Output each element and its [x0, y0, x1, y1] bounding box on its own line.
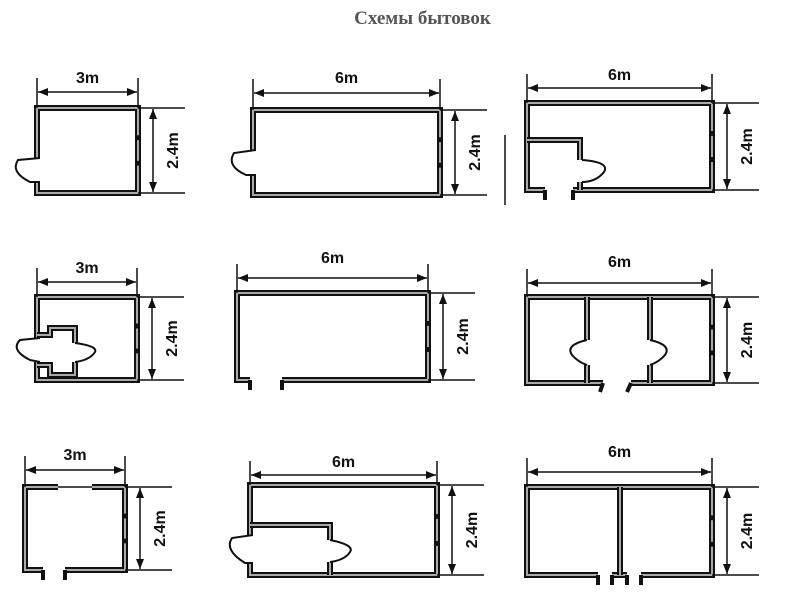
width-label: 3m	[76, 70, 99, 87]
window-mark	[709, 541, 715, 547]
height-label: 2.4m	[455, 318, 472, 354]
window-mark	[709, 324, 715, 330]
height-label: 2.4m	[467, 134, 484, 170]
height-label: 2.4m	[165, 132, 182, 168]
window-mark	[134, 323, 140, 329]
plan-6x2.4-three-rooms: 6m 2.4m	[524, 254, 759, 393]
diagram-title: Схемы бытовок	[354, 8, 491, 29]
width-label: 6m	[335, 70, 358, 87]
window-mark	[134, 348, 140, 354]
width-label: 3m	[75, 260, 98, 277]
window-mark	[434, 541, 440, 546]
height-label: 2.4m	[152, 510, 169, 546]
window-mark	[709, 515, 715, 521]
plan-6x2.4-open: 6m 2.4m	[234, 250, 475, 390]
plan-6x2.4-with-vestibule: 6m 2.4m	[228, 454, 484, 578]
width-label: 6m	[608, 444, 631, 461]
window-mark	[135, 160, 141, 166]
height-label: 2.4m	[164, 320, 181, 356]
height-label: 2.4m	[739, 128, 756, 164]
window-mark	[709, 350, 715, 356]
plan-6x2.4-with-closet: 6m 2.4m	[504, 67, 759, 205]
width-label: 6m	[608, 67, 631, 84]
window-mark	[709, 157, 715, 163]
plan-3x2.4-vestibule: 3m 2.4m	[15, 260, 184, 383]
width-label: 6m	[608, 254, 631, 271]
plan-3x2.4-bottom-door: 3m 2.4m	[22, 447, 172, 580]
window-mark	[437, 162, 443, 168]
window-mark	[122, 538, 128, 544]
width-label: 6m	[321, 250, 344, 267]
plan-6x2.4-two-rooms: 6m 2.4m	[524, 444, 759, 585]
window-mark	[122, 513, 128, 519]
window-mark	[709, 130, 715, 136]
plan-6x2.4-single-door: 6m 2.4m	[230, 70, 487, 198]
window-mark	[425, 347, 431, 353]
window-mark	[425, 320, 431, 326]
window-mark	[434, 514, 440, 519]
window-mark	[135, 135, 141, 141]
height-label: 2.4m	[739, 322, 756, 358]
width-label: 6m	[332, 454, 355, 471]
height-label: 2.4m	[464, 512, 481, 548]
height-label: 2.4m	[739, 513, 756, 549]
width-label: 3m	[63, 447, 86, 464]
window-mark	[437, 137, 443, 143]
plan-3x2.4-single-door: 3m 2.4m	[14, 70, 185, 196]
